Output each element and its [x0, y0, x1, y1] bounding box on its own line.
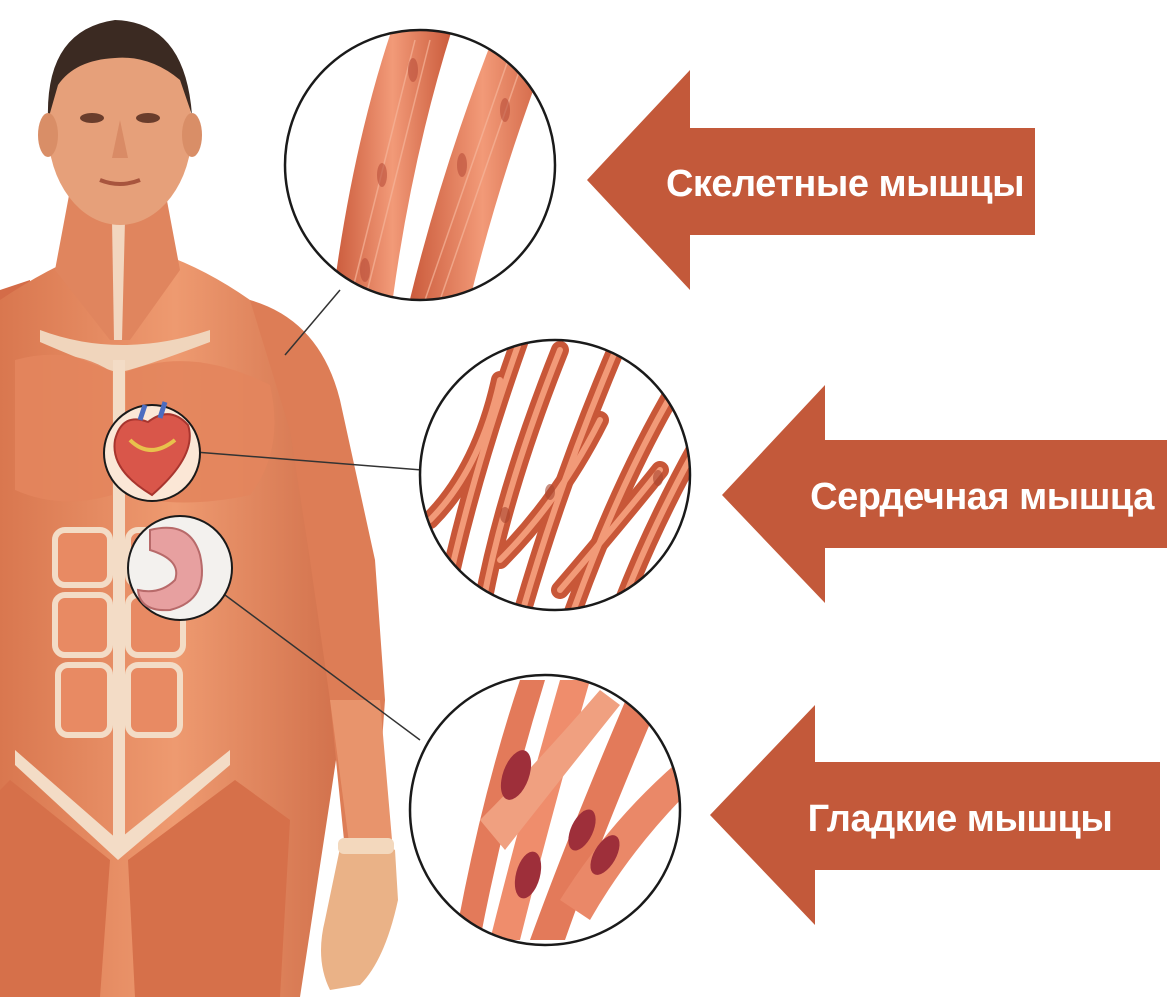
arrow-smooth-label: Гладкие мышцы [808, 798, 1113, 840]
ear-left [38, 113, 58, 157]
arrow-cardiac-label: Сердечная мышца [810, 476, 1155, 518]
pectoral-left [15, 355, 112, 502]
cardiac-muscle-magnified [420, 340, 700, 620]
eye-left [80, 113, 104, 123]
arrow-cardiac: Сердечная мышца [722, 385, 1167, 603]
stomach-inset [128, 516, 232, 620]
eye-right [136, 113, 160, 123]
ear-right [182, 113, 202, 157]
smooth-muscle-magnified [410, 675, 690, 945]
skeletal-muscle-magnified [285, 20, 560, 320]
arrow-smooth: Гладкие мышцы [710, 705, 1160, 925]
hand [321, 844, 398, 990]
wrist-band [338, 838, 394, 854]
arrow-skeletal-label: Скелетные мышцы [666, 163, 1024, 205]
arrow-skeletal: Скелетные мышцы [587, 70, 1035, 290]
